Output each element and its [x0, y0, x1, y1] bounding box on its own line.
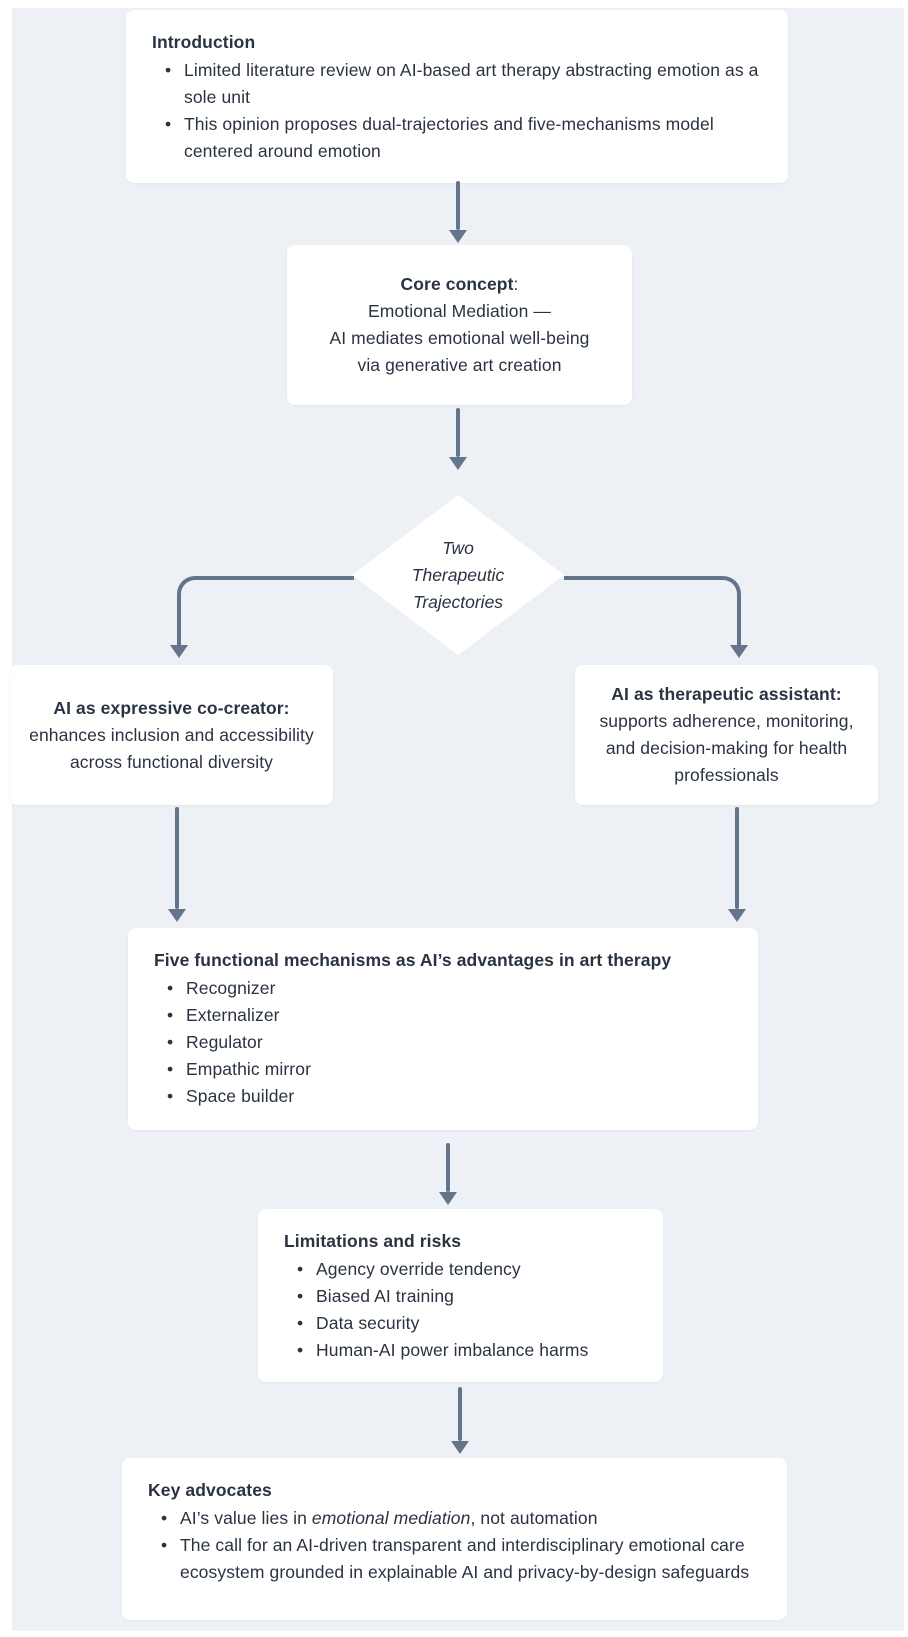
mechanisms-title: Five functional mechanisms as AI’s advan… — [154, 950, 672, 970]
core-concept-line: AI mediates emotional well-being — [329, 328, 590, 348]
limitations-bullet-list: Agency override tendency Biased AI train… — [292, 1256, 637, 1364]
advocate-item-text: AI’s value lies in — [180, 1508, 312, 1528]
introduction-bullet: This opinion proposes dual-trajectories … — [160, 111, 762, 165]
expressive-cocreator-title: AI as expressive co-creator: — [53, 697, 290, 718]
arrow-right-to-mechanisms — [728, 807, 746, 922]
therapeutic-assistant-node: AI as therapeutic assistant: supports ad… — [575, 665, 878, 805]
core-concept-node: Core concept: Emotional Mediation — AI m… — [287, 245, 632, 405]
introduction-bullet-list: Limited literature review on AI-based ar… — [160, 57, 762, 165]
limitation-item: Agency override tendency — [292, 1256, 637, 1283]
arrow-down-icon — [439, 1192, 457, 1205]
expressive-cocreator-body: enhances inclusion and accessibility acr… — [29, 724, 314, 772]
limitations-title: Limitations and risks — [284, 1231, 462, 1251]
arrow-down-icon — [168, 909, 186, 922]
core-concept-title: Core concept — [400, 274, 514, 294]
mechanism-item: Regulator — [162, 1029, 732, 1056]
arrow-intro-to-core — [449, 181, 467, 243]
mechanism-item: Empathic mirror — [162, 1056, 732, 1083]
introduction-node: Introduction Limited literature review o… — [126, 10, 788, 183]
advocates-title: Key advocates — [148, 1480, 272, 1500]
decision-line: Two — [442, 537, 474, 558]
mechanisms-node: Five functional mechanisms as AI’s advan… — [128, 928, 758, 1130]
arrow-left-to-mechanisms — [168, 807, 186, 922]
limitation-item: Human-AI power imbalance harms — [292, 1337, 637, 1364]
mechanism-item: Space builder — [162, 1083, 732, 1110]
limitation-item: Data security — [292, 1310, 637, 1337]
arrow-down-icon — [728, 909, 746, 922]
mechanisms-bullet-list: Recognizer Externalizer Regulator Empath… — [162, 975, 732, 1110]
core-concept-title-line: Core concept: — [299, 271, 620, 298]
arrow-down-icon — [170, 645, 188, 658]
arrow-limitations-to-advocates — [451, 1387, 469, 1454]
limitation-item: Biased AI training — [292, 1283, 637, 1310]
limitations-node: Limitations and risks Agency override te… — [258, 1209, 663, 1382]
mechanism-item: Externalizer — [162, 1002, 732, 1029]
arrow-down-icon — [449, 457, 467, 470]
therapeutic-assistant-title: AI as therapeutic assistant: — [611, 684, 842, 704]
expressive-cocreator-node: AI as expressive co-creator: enhances in… — [10, 665, 333, 805]
core-concept-line: via generative art creation — [357, 355, 562, 375]
advocate-item: The call for an AI-driven transparent an… — [156, 1532, 761, 1586]
advocates-node: Key advocates AI’s value lies in emotion… — [122, 1458, 787, 1620]
mechanism-item: Recognizer — [162, 975, 732, 1002]
introduction-bullet: Limited literature review on AI-based ar… — [160, 57, 762, 111]
connector-decision-to-left — [170, 576, 354, 658]
core-concept-line: Emotional Mediation — — [367, 301, 552, 321]
connector-decision-to-right — [564, 576, 748, 658]
arrow-down-icon — [730, 645, 748, 658]
arrow-down-icon — [451, 1441, 469, 1454]
introduction-title: Introduction — [152, 32, 256, 52]
decision-line: Therapeutic — [411, 564, 505, 585]
decision-line: Trajectories — [412, 591, 504, 612]
arrow-mechanisms-to-limitations — [439, 1143, 457, 1205]
advocate-item-text: , not automation — [470, 1508, 598, 1528]
advocate-item: AI’s value lies in emotional mediation, … — [156, 1505, 761, 1532]
advocate-item-emphasis: emotional mediation — [311, 1508, 471, 1528]
arrow-down-icon — [449, 230, 467, 243]
advocates-bullet-list: AI’s value lies in emotional mediation, … — [156, 1505, 761, 1586]
core-concept-colon: : — [513, 274, 519, 294]
therapeutic-assistant-body: supports adherence, monitoring, and deci… — [599, 711, 854, 785]
arrow-core-to-decision — [449, 408, 467, 470]
